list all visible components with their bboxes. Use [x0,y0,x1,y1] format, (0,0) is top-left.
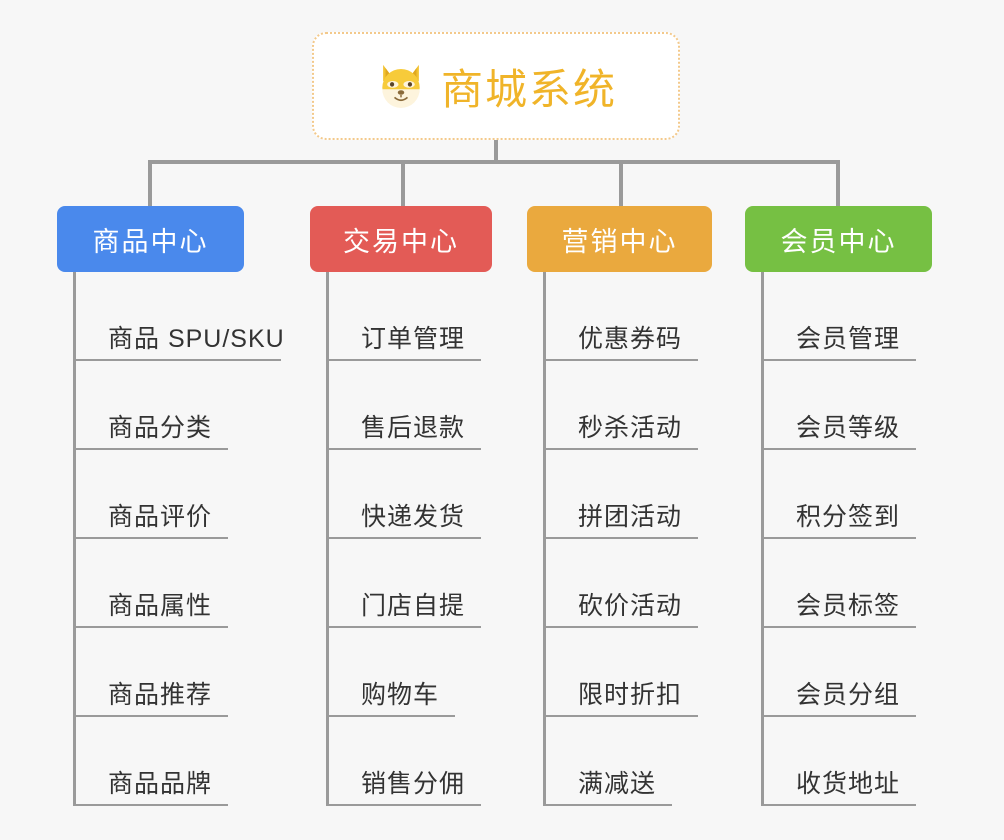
list-item-underline [76,537,228,539]
list-item-label: 商品属性 [108,592,213,620]
list-item[interactable]: 会员标签 [764,539,932,628]
list-item[interactable]: 积分签到 [764,450,932,539]
list-item-underline [546,715,698,717]
root-node-title: 商城系统 [440,65,617,113]
column-1: 商品中心商品 SPU/SKU 商品分类商品评价商品属性商品推荐商品品牌 [57,206,285,806]
connector-drop-3 [619,160,623,208]
list-item-underline [546,626,698,628]
connector-drop-2 [401,160,405,208]
category-header-4[interactable]: 会员中心 [745,206,932,272]
list-item-label: 购物车 [361,681,440,709]
list-item[interactable]: 会员管理 [764,272,932,361]
list-item-label: 销售分佣 [361,770,466,798]
list-item[interactable]: 会员分组 [764,628,932,717]
list-item[interactable]: 会员等级 [764,361,932,450]
root-node-shopping-mall-system[interactable]: 商城系统 [312,32,680,140]
list-item-label: 满减送 [578,770,657,798]
list-item[interactable]: 商品 SPU/SKU [76,272,285,361]
list-item-label: 会员等级 [796,414,901,442]
list-item-label: 收货地址 [796,770,901,798]
list-item-label: 商品推荐 [108,681,213,709]
column-3: 营销中心优惠券码秒杀活动拼团活动砍价活动限时折扣满减送 [527,206,712,806]
connector-horizontal-bus [148,160,836,164]
connector-drop-1 [148,160,152,208]
leaf-list-2: 订单管理售后退款快递发货门店自提购物车销售分佣 [326,272,492,806]
list-item[interactable]: 售后退款 [329,361,492,450]
list-item-underline [329,715,455,717]
column-4: 会员中心会员管理会员等级积分签到会员标签会员分组收货地址 [745,206,932,806]
list-item-label: 商品 SPU/SKU [108,325,285,353]
list-item-underline [329,359,481,361]
list-item[interactable]: 订单管理 [329,272,492,361]
list-item-label: 商品分类 [108,414,213,442]
list-item[interactable]: 商品分类 [76,361,285,450]
connector-root-stem [494,140,498,164]
list-item-label: 快递发货 [361,503,466,531]
list-item[interactable]: 商品品牌 [76,717,285,806]
list-item[interactable]: 砍价活动 [546,539,712,628]
list-item-underline [329,537,481,539]
list-item[interactable]: 购物车 [329,628,492,717]
list-item[interactable]: 快递发货 [329,450,492,539]
list-item-label: 砍价活动 [578,592,683,620]
shiba-dog-face-icon [375,60,427,112]
list-item-underline [764,537,916,539]
list-item-label: 积分签到 [796,503,901,531]
list-item[interactable]: 满减送 [546,717,712,806]
list-item-underline [329,804,481,806]
list-item-underline [764,804,916,806]
connector-drop-4 [836,160,840,208]
category-header-1[interactable]: 商品中心 [57,206,244,272]
list-item-underline [764,448,916,450]
list-item-label: 会员分组 [796,681,901,709]
list-item-label: 会员标签 [796,592,901,620]
list-item-underline [76,448,228,450]
list-item-underline [546,359,698,361]
list-item-label: 门店自提 [361,592,466,620]
leaf-list-1: 商品 SPU/SKU 商品分类商品评价商品属性商品推荐商品品牌 [73,272,285,806]
list-item[interactable]: 门店自提 [329,539,492,628]
list-item-label: 订单管理 [361,325,466,353]
list-item-underline [764,359,916,361]
list-item-underline [764,626,916,628]
list-item-label: 售后退款 [361,414,466,442]
list-item[interactable]: 拼团活动 [546,450,712,539]
list-item-label: 会员管理 [796,325,901,353]
list-item-underline [76,626,228,628]
list-item-underline [546,448,698,450]
list-item-underline [546,804,672,806]
category-header-2[interactable]: 交易中心 [310,206,492,272]
list-item[interactable]: 商品评价 [76,450,285,539]
list-item-label: 商品评价 [108,503,213,531]
list-item-label: 拼团活动 [578,503,683,531]
list-item-underline [76,804,228,806]
list-item[interactable]: 商品属性 [76,539,285,628]
list-item-underline [329,448,481,450]
leaf-list-3: 优惠券码秒杀活动拼团活动砍价活动限时折扣满减送 [543,272,712,806]
leaf-list-4: 会员管理会员等级积分签到会员标签会员分组收货地址 [761,272,932,806]
list-item[interactable]: 秒杀活动 [546,361,712,450]
list-item-underline [76,359,281,361]
list-item-underline [76,715,228,717]
list-item-underline [764,715,916,717]
list-item-label: 优惠券码 [578,325,683,353]
list-item[interactable]: 商品推荐 [76,628,285,717]
category-header-3[interactable]: 营销中心 [527,206,712,272]
list-item[interactable]: 限时折扣 [546,628,712,717]
list-item-label: 秒杀活动 [578,414,683,442]
column-2: 交易中心订单管理售后退款快递发货门店自提购物车销售分佣 [310,206,492,806]
list-item-underline [546,537,698,539]
list-item[interactable]: 优惠券码 [546,272,712,361]
list-item-label: 商品品牌 [108,770,213,798]
list-item-label: 限时折扣 [578,681,683,709]
list-item[interactable]: 收货地址 [764,717,932,806]
list-item-underline [329,626,481,628]
list-item[interactable]: 销售分佣 [329,717,492,806]
